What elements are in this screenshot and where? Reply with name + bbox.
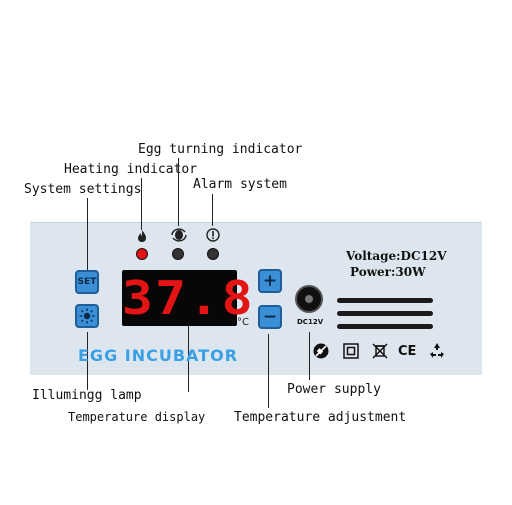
- heating-led: [136, 248, 148, 260]
- heating-callout: Heating indicator: [64, 162, 198, 177]
- recycle-icon: [428, 342, 446, 360]
- minus-label: −: [262, 307, 278, 327]
- alarm-icon: [206, 227, 220, 242]
- alarm-callout: Alarm system: [193, 177, 287, 192]
- voltage-spec: Voltage:DC12V: [346, 249, 447, 263]
- egg-turning-callout: Egg turning indicator: [138, 142, 303, 157]
- power-spec: Power:30W: [350, 265, 426, 279]
- set-button[interactable]: SET: [75, 270, 99, 294]
- plus-button[interactable]: +: [258, 269, 282, 293]
- lamp-icon: [79, 308, 95, 324]
- egg-turning-icon: [171, 227, 187, 242]
- vent-slot-2: [337, 311, 433, 316]
- temp-display-callout: Temperature display: [68, 410, 206, 424]
- system-settings-callout: System settings: [24, 182, 142, 197]
- set-button-label: SET: [77, 277, 97, 287]
- weee-bin-icon: [371, 342, 389, 360]
- leader-alarm: [212, 194, 213, 226]
- temperature-value: 37.8: [121, 271, 255, 325]
- leader-heating: [141, 178, 142, 230]
- double-insulation-icon: [343, 343, 359, 359]
- flame-icon: [136, 228, 148, 242]
- leader-illuming: [87, 332, 88, 390]
- power-supply-callout: Power supply: [287, 382, 381, 397]
- vent-slot-1: [337, 298, 433, 303]
- plus-label: +: [262, 271, 278, 291]
- egg-turning-led: [172, 248, 184, 260]
- illuming-callout: Illumingg lamp: [32, 388, 142, 403]
- ce-mark: CE: [398, 344, 417, 359]
- power-jack[interactable]: [295, 285, 323, 313]
- leader-power-supply: [309, 332, 310, 380]
- incubator-title: EGG INCUBATOR: [78, 346, 239, 365]
- alarm-led: [207, 248, 219, 260]
- minus-button[interactable]: −: [258, 305, 282, 329]
- power-jack-pin: [305, 295, 313, 303]
- vent-slot-3: [337, 324, 433, 329]
- temperature-display: 37.8: [121, 270, 255, 326]
- unit-label: °C: [237, 317, 249, 328]
- temp-adjust-callout: Temperature adjustment: [234, 410, 407, 425]
- dc-label: DC12V: [297, 318, 324, 326]
- no-plug-icon: [313, 343, 329, 359]
- leader-temp-adjust: [268, 334, 269, 408]
- leader-temp-display: [188, 310, 189, 392]
- leader-egg-turning: [178, 158, 179, 226]
- lamp-button[interactable]: [75, 304, 99, 328]
- leader-system-settings: [87, 198, 88, 270]
